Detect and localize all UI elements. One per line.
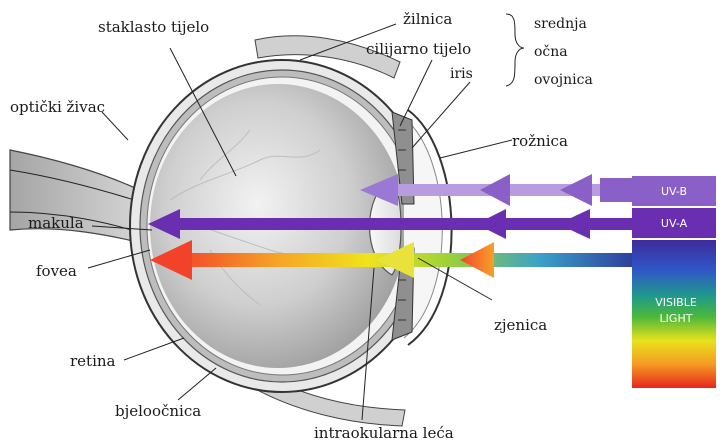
label-middle-coat-3: ovojnica (534, 72, 593, 88)
label-retina: retina (70, 352, 116, 370)
spectrum-band: UV-B UV-A VISIBLE LIGHT (632, 176, 716, 388)
label-cornea: rožnica (512, 132, 568, 150)
label-choroid: žilnica (403, 10, 452, 28)
label-fovea: fovea (36, 262, 77, 280)
label-sclera: bjeloočnica (115, 402, 201, 420)
middle-coat-brace (506, 14, 524, 86)
label-intraocular-lens: intraokularna leća (314, 424, 454, 442)
label-middle-coat-2: očna (534, 44, 568, 60)
visible-band-label-2: LIGHT (660, 312, 693, 325)
label-ciliary-body: cilijarno tijelo (366, 40, 471, 58)
label-pupil: zjenica (494, 316, 547, 334)
label-middle-coat-1: srednja (534, 16, 587, 32)
label-macula: makula (28, 214, 84, 232)
label-optic-nerve: optički živac (10, 98, 105, 116)
uva-band-label: UV-A (661, 217, 688, 230)
label-vitreous: staklasto tijelo (98, 18, 209, 36)
visible-band-label-1: VISIBLE (655, 296, 697, 309)
label-iris: iris (450, 66, 473, 82)
uvb-band-label: UV-B (661, 185, 687, 198)
